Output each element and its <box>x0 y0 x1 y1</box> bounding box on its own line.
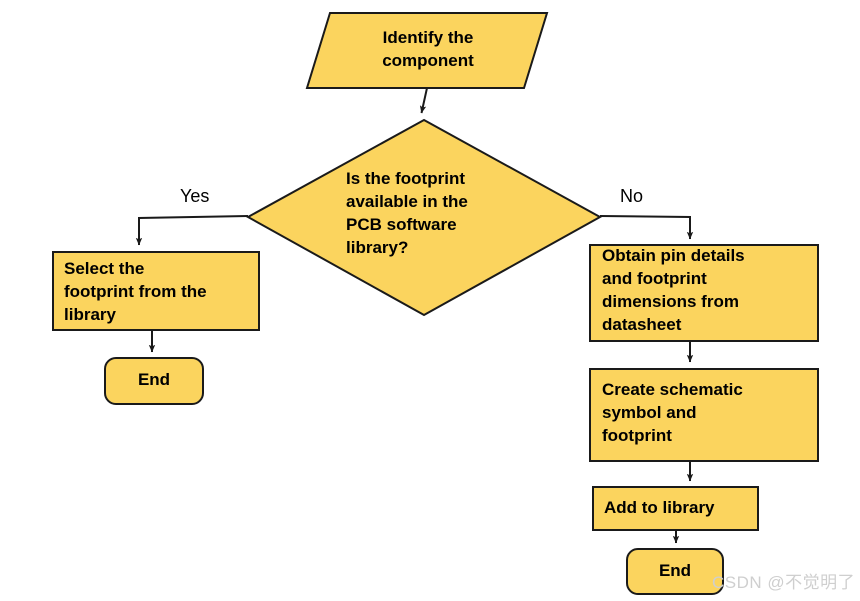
node-add-to-library[interactable] <box>592 486 759 531</box>
node-create-schematic[interactable] <box>589 368 819 462</box>
edge-identify-to-decision <box>419 87 428 114</box>
node-select-footprint[interactable] <box>52 251 260 331</box>
edge-label-yes: Yes <box>180 186 210 206</box>
node-obtain-pin-details[interactable] <box>589 244 819 342</box>
edge-decision-to-obtain-no <box>599 215 694 240</box>
watermark-text: CSDN @不觉明了 <box>712 573 856 592</box>
edge-label-no: No <box>620 186 644 206</box>
node-identify-the-component[interactable] <box>305 12 549 89</box>
node-end-left[interactable] <box>104 357 204 405</box>
node-end-right[interactable] <box>626 548 724 595</box>
edge-decision-to-select-yes <box>135 215 249 246</box>
node-decision-footprint-available[interactable] <box>245 118 603 317</box>
